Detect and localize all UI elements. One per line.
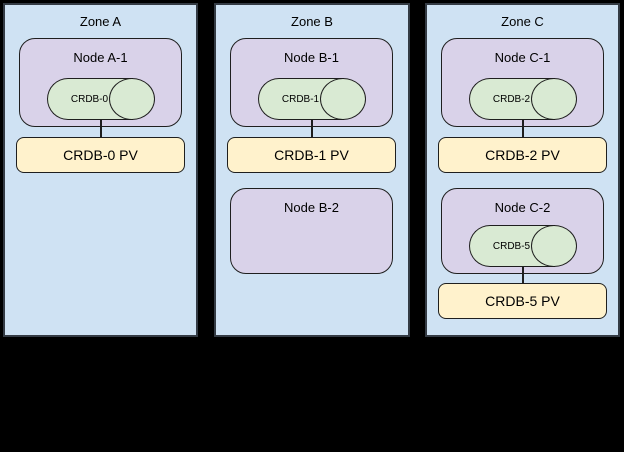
node-b1-label: Node B-1: [284, 50, 339, 65]
crdb-0-label: CRDB-0: [70, 93, 109, 105]
zone-a-container: Zone A Node A-1 CRDB-0 CRDB-0 PV: [3, 3, 198, 337]
crdb-0-cylinder-icon: CRDB-0: [46, 78, 155, 120]
zone-b-container: Zone B Node B-1 CRDB-1 CRDB-1 PV Node B-…: [214, 3, 410, 337]
node-b1: Node B-1 CRDB-1: [230, 38, 393, 127]
node-c1: Node C-1 CRDB-2: [441, 38, 604, 127]
crdb-1-cylinder-icon: CRDB-1: [257, 78, 366, 120]
zone-a-label: Zone A: [79, 14, 122, 29]
node-c1-label: Node C-1: [494, 50, 551, 65]
connector-line-c2: [521, 267, 524, 283]
zone-c-container: Zone C Node C-1 CRDB-2 CRDB-2 PV Node C-…: [425, 3, 620, 337]
cylinder-cap: [530, 225, 577, 267]
pv-crdb-2: CRDB-2 PV: [438, 137, 607, 173]
cylinder-cap: [319, 78, 366, 120]
crdb-1-label: CRDB-1: [281, 93, 320, 105]
pv-crdb-1: CRDB-1 PV: [227, 137, 396, 173]
node-b2: Node B-2: [230, 188, 393, 274]
node-b2-label: Node B-2: [284, 200, 339, 215]
crdb-2-cylinder-icon: CRDB-2: [468, 78, 577, 120]
pv-crdb-0: CRDB-0 PV: [16, 137, 185, 173]
zone-b-label: Zone B: [291, 14, 333, 29]
crdb-5-label: CRDB-5: [492, 240, 531, 252]
zone-c-label: Zone C: [501, 14, 544, 29]
node-c2-label: Node C-2: [494, 200, 551, 215]
cylinder-cap: [530, 78, 577, 120]
crdb-5-cylinder-icon: CRDB-5: [468, 225, 577, 267]
node-a1: Node A-1 CRDB-0: [19, 38, 182, 127]
crdb-2-label: CRDB-2: [492, 93, 531, 105]
cylinder-cap: [108, 78, 155, 120]
node-c2: Node C-2 CRDB-5: [441, 188, 604, 274]
connector-line-b1: [311, 120, 313, 137]
pv-crdb-5: CRDB-5 PV: [438, 283, 607, 319]
connector-line-a1: [99, 120, 102, 137]
connector-line-c1: [521, 120, 524, 137]
node-a1-label: Node A-1: [73, 50, 128, 65]
